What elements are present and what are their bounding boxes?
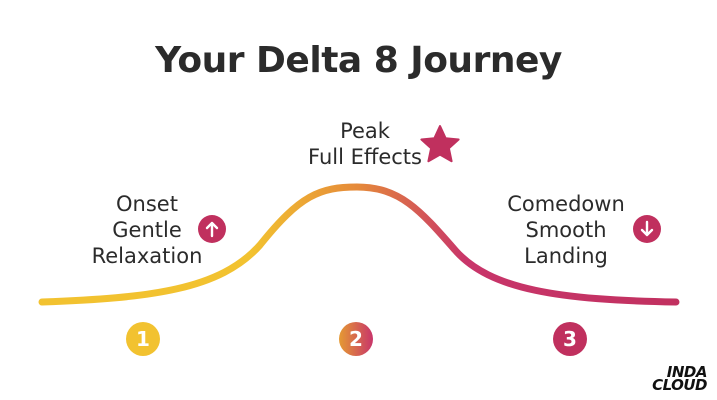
logo-line-1: INDA [666, 363, 708, 381]
comedown-subtitle-2: Landing [524, 244, 608, 268]
onset-subtitle-2: Relaxation [91, 244, 203, 268]
arrow-down-icon [633, 215, 661, 243]
step-2-badge: 2 [339, 322, 373, 356]
journey-curve [38, 183, 680, 306]
stage-peak-label: Peak Full Effects [285, 118, 445, 170]
logo-line-2: CLOUD [652, 376, 707, 394]
onset-subtitle-1: Gentle [112, 218, 182, 242]
onset-title: Onset [116, 192, 178, 216]
stage-onset-label: Onset Gentle Relaxation [72, 191, 222, 269]
comedown-subtitle-1: Smooth [525, 218, 607, 242]
star-icon [420, 125, 460, 163]
page-title: Your Delta 8 Journey [155, 40, 562, 81]
arrow-up-icon [198, 215, 226, 243]
peak-title: Peak [340, 119, 390, 143]
step-1-badge: 1 [126, 322, 160, 356]
step-3-badge: 3 [553, 322, 587, 356]
stage-comedown-label: Comedown Smooth Landing [486, 191, 646, 269]
peak-subtitle: Full Effects [308, 145, 422, 169]
comedown-title: Comedown [507, 192, 625, 216]
inda-cloud-logo: INDA CLOUD [652, 363, 708, 394]
